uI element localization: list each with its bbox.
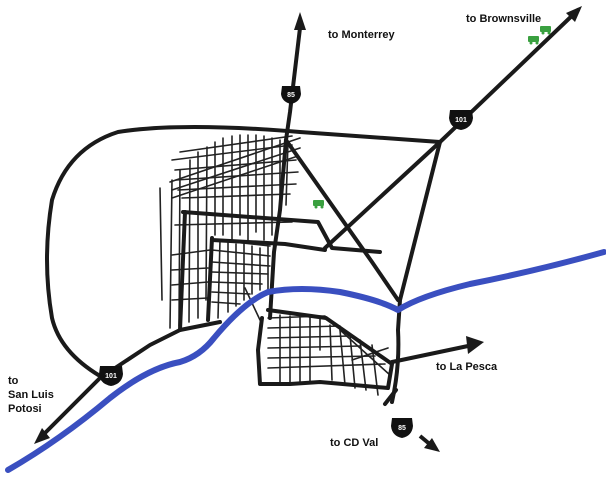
frame-road-top [181,210,382,254]
label-to-brownsville: to Brownsville [466,13,541,25]
highway-shield-icon [281,86,301,104]
label-to-san-luis-line2: San Luis [8,389,54,401]
highway-101-northeast [323,8,580,250]
arrow-icon-southwest [34,428,50,444]
shield-number: 101 [105,373,117,380]
shield-number: 101 [455,117,467,124]
label-to-san-luis-line1: to [8,375,19,387]
rv-park-icon [313,200,324,209]
frame-road-west [178,210,222,332]
arrow-icon-northeast [566,6,582,22]
arrow-icon-north [294,12,306,30]
highway-shield-north-85: 85 [281,86,301,104]
label-to-monterrey: to Monterrey [328,29,396,41]
highway-shield-icon [391,418,413,438]
highway-shield-icon [449,110,473,130]
highway-shield-northeast-101: 101 [449,110,473,130]
arrows [34,6,582,452]
arrow-icon-east [466,336,484,354]
cd-val-road [383,388,398,406]
frame-road-mid [210,238,327,252]
diagonal-road [284,138,400,302]
highway-shield-southwest-101: 101 [99,366,123,386]
cd-val-arrow-stem [418,434,434,448]
highway-shield-icon [99,366,123,386]
south-loop [256,308,394,390]
highway-101-southwest [40,328,182,438]
la-pesca-road [390,344,470,364]
west-loop-road [45,125,442,378]
label-to-san-luis-line3: Potosi [8,403,42,415]
rv-park-icon [528,36,539,45]
highway-shield-south-85: 85 [391,418,413,438]
label-to-cd-val: to CD Val [330,437,378,449]
shield-number: 85 [398,425,406,432]
frame-road-inner [206,236,214,322]
label-to-la-pesca: to La Pesca [436,361,498,373]
rv-park-icon [540,26,551,35]
river [5,249,606,473]
shield-number: 85 [287,92,295,99]
